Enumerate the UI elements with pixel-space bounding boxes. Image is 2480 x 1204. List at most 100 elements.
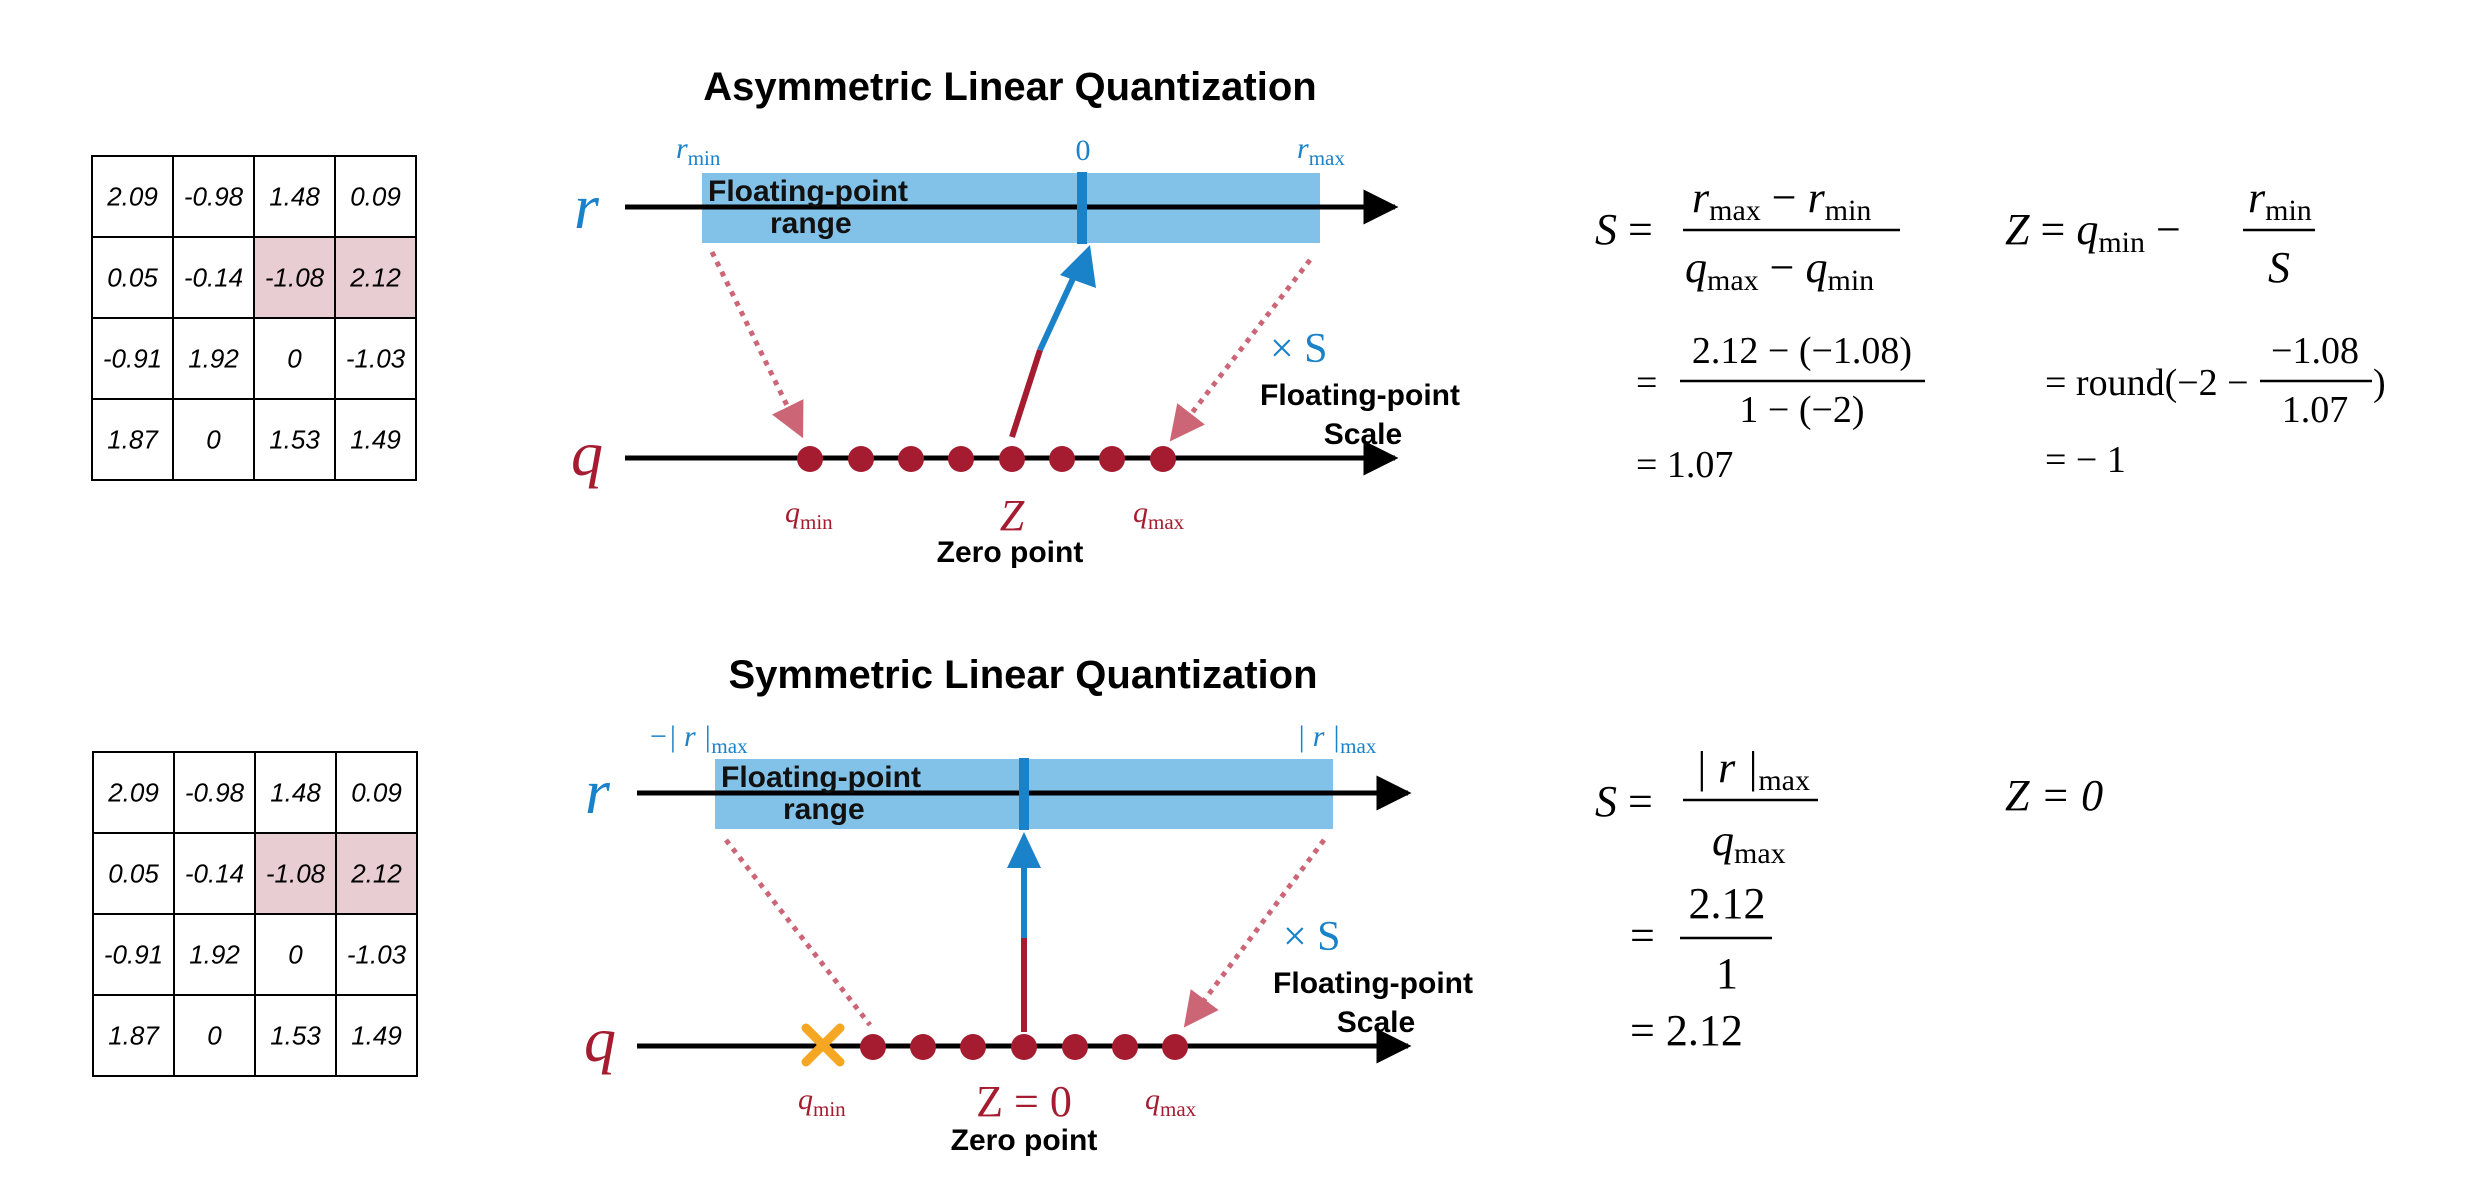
q-level-dot [1162, 1034, 1188, 1060]
q-min-label: qmin [785, 496, 833, 534]
z-step-suffix: ) [2373, 362, 2386, 404]
matrix-cell-value: -0.14 [184, 263, 243, 293]
zero-arrow-head [1060, 245, 1096, 288]
matrix-cell-value: 1.92 [189, 940, 240, 970]
scale-label-line1: Floating-point [1260, 379, 1460, 412]
q-level-dot [860, 1034, 886, 1060]
q-max-label: qmax [1133, 496, 1185, 534]
s-formula-numerator: rmax − rmin [1692, 173, 1871, 227]
matrix-cell-value: 1.53 [269, 425, 320, 455]
range-label-line2: range [783, 793, 865, 826]
s-step-equals: = [1630, 911, 1655, 960]
range-label-line1: Floating-point [721, 761, 921, 794]
matrix-cell-value: 1.48 [269, 182, 320, 212]
matrix-cell-value: 0 [206, 425, 221, 455]
matrix-cell [254, 751, 337, 834]
quantized-levels [797, 446, 1176, 472]
matrix-cell-value: 1.49 [351, 1021, 402, 1051]
clipped-x-icon [801, 1023, 845, 1067]
matrix-cell-value: 0.09 [351, 778, 402, 808]
s-step-denominator: 1 [1716, 949, 1738, 998]
matrix-cell [172, 236, 255, 319]
rmax-to-qmax-arrow [1169, 258, 1312, 442]
matrix-cell-value: 2.12 [349, 263, 401, 293]
rmin-to-qmin-dotted [724, 838, 872, 1027]
q-level-dot [1150, 446, 1176, 472]
matrix-cell [254, 913, 337, 996]
z-formula: Z = qmin − [2005, 205, 2181, 259]
matrix-cell-value: 0 [287, 344, 302, 374]
s-formula-numerator: | r |max [1695, 743, 1810, 797]
s-step-numerator: 2.12 [1689, 879, 1766, 928]
q-max-label: qmax [1145, 1083, 1197, 1121]
matrix-cell-value: -0.91 [104, 940, 163, 970]
matrix-cell-value: -0.98 [184, 182, 244, 212]
matrix-cell [334, 155, 417, 238]
scale-symbol: × S [1270, 326, 1328, 372]
symmetric-title: Symmetric Linear Quantization [728, 653, 1317, 697]
s-result: = 1.07 [1636, 444, 1733, 486]
asymmetric-title: Asymmetric Linear Quantization [703, 65, 1316, 109]
matrix-cell-value: -1.08 [265, 263, 325, 293]
matrix-cell-value: 1.48 [270, 778, 321, 808]
symmetric-diagram: Symmetric Linear Quantization −| r |max … [584, 653, 1473, 1157]
q-level-dot [910, 1034, 936, 1060]
matrix-cell-value: 0 [207, 1021, 222, 1051]
q-level-dot [999, 446, 1025, 472]
matrix-cell [254, 832, 337, 915]
scale-label-line2: Scale [1324, 418, 1402, 451]
scale-label-line2: Scale [1337, 1006, 1415, 1039]
matrix-cell-value: 2.12 [350, 859, 402, 889]
s-step-equals: = [1636, 362, 1657, 404]
matrix-cell-value: -1.03 [346, 344, 406, 374]
z-step-numerator: −1.08 [2271, 330, 2359, 372]
matrix-cell-value: 0 [288, 940, 303, 970]
rmax-to-qmax-arrow [1183, 838, 1327, 1028]
matrix-cell [92, 751, 175, 834]
z-label: Z = 0 [976, 1077, 1072, 1126]
matrix-cell [172, 398, 255, 481]
zero-marker [1077, 172, 1087, 244]
zero-arrow-head [1007, 832, 1041, 868]
matrix-cell-value: 1.87 [107, 425, 159, 455]
matrix-cell [334, 398, 417, 481]
matrix-cell-value: 2.09 [107, 778, 159, 808]
zero-point-label: Zero point [937, 536, 1084, 569]
q-level-dot [1112, 1034, 1138, 1060]
z-label: Z [1000, 491, 1025, 540]
matrix-cell-value: 1.87 [108, 1021, 160, 1051]
zero-point-label: Zero point [951, 1124, 1098, 1157]
s-formula-denominator: qmax − qmin [1685, 243, 1874, 297]
matrix-cell [335, 832, 418, 915]
q-level-dot [1011, 1034, 1037, 1060]
z-step-denominator: 1.07 [2282, 389, 2349, 431]
matrix-cell [335, 913, 418, 996]
matrix-cell-value: -1.08 [266, 859, 326, 889]
q-level-dot [948, 446, 974, 472]
matrix-cell-value: 1.53 [270, 1021, 321, 1051]
matrix-cell [254, 994, 337, 1077]
q-level-dot [1062, 1034, 1088, 1060]
symmetric-formulas: S = | r |max qmax = 2.12 1 = 2.12 Z = 0 [1595, 743, 2103, 1055]
matrix-cell [172, 317, 255, 400]
zero-arrow-upper [1037, 270, 1079, 352]
matrix-cell [335, 751, 418, 834]
zero-tick-label: 0 [1076, 134, 1091, 167]
asymmetric-formulas: S = rmax − rmin qmax − qmin = 2.12 − (−1… [1595, 173, 2386, 486]
matrix-cell-value: 1.49 [350, 425, 401, 455]
zero-arrow-lower [1009, 349, 1043, 438]
matrix-cell [91, 398, 174, 481]
z-result: = − 1 [2045, 439, 2126, 481]
z-step-prefix: = round(−2 − [2045, 362, 2249, 404]
q-min-label: qmin [798, 1083, 846, 1121]
s-formula-denominator: qmax [1712, 816, 1786, 870]
r-axis-letter: r [574, 171, 600, 242]
q-level-dot [960, 1034, 986, 1060]
matrix-cell-value: 0.09 [350, 182, 401, 212]
q-level-dot [898, 446, 924, 472]
s-step-numerator: 2.12 − (−1.08) [1692, 330, 1912, 372]
z-fraction-numerator: rmin [2248, 173, 2312, 227]
matrix-cell [334, 236, 417, 319]
matrix-cell-value: 2.09 [106, 182, 158, 212]
